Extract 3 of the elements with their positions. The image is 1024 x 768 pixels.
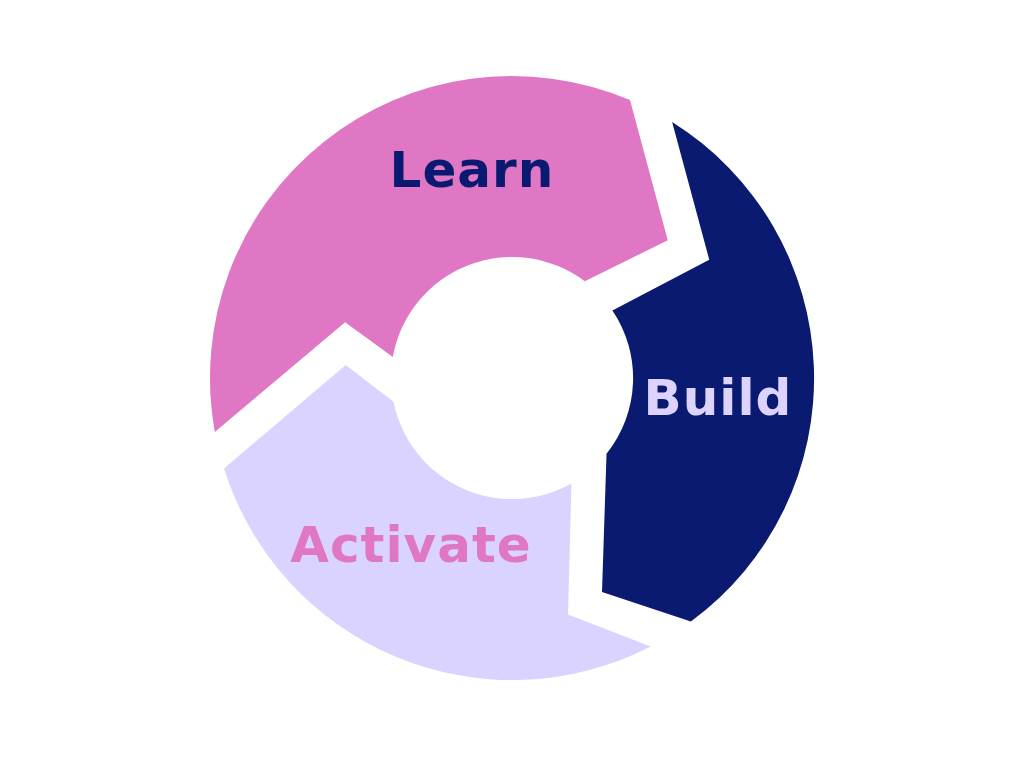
segment-label: Learn — [389, 145, 555, 195]
segment-label: Build — [643, 373, 793, 423]
segment-label: Activate — [290, 520, 532, 570]
